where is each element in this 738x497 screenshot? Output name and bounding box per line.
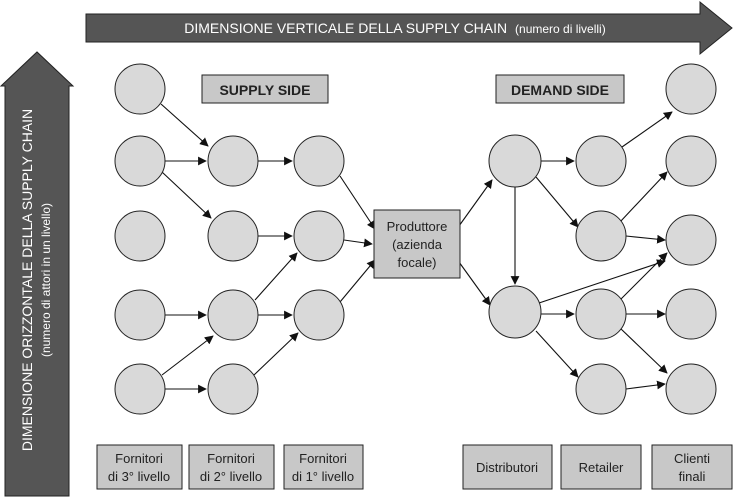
svg-text:DIMENSIONE VERTICALE DELLA SUP: DIMENSIONE VERTICALE DELLA SUPPLY CHAIN …	[184, 20, 605, 36]
customer-node	[665, 135, 717, 187]
vertical-dimension-subtitle: (numero di livelli)	[515, 22, 606, 36]
edge	[339, 259, 376, 303]
horizontal-dimension-subtitle: (numero di attori in un livello)	[39, 203, 53, 357]
edge	[619, 327, 668, 374]
producer-line2: (azienda	[392, 237, 443, 252]
tier2-node	[207, 363, 259, 415]
tier3-label-line1: Fornitori	[115, 451, 163, 466]
tier2-node	[207, 210, 259, 262]
edge	[538, 259, 666, 304]
distributor-node	[488, 134, 542, 188]
clienti-label-line2: finali	[679, 469, 706, 484]
retailer-node	[575, 288, 627, 340]
horizontal-dimension-banner: DIMENSIONE ORIZZONTALE DELLA SUPPLY CHAI…	[0, 51, 75, 497]
edge	[161, 335, 214, 376]
tier-labels	[96, 444, 733, 490]
customer-node	[665, 363, 717, 415]
vertical-dimension-banner: DIMENSIONE VERTICALE DELLA SUPPLY CHAIN …	[85, 0, 733, 56]
distributori-label-box	[462, 444, 553, 490]
tier3-node	[114, 210, 166, 262]
retailer-node	[575, 135, 627, 187]
horizontal-dimension-title: DIMENSIONE ORIZZONTALE DELLA SUPPLY CHAI…	[19, 109, 35, 451]
edge	[254, 252, 298, 301]
tier3-label-line2: di 3° livello	[108, 469, 170, 484]
demand-side-header: DEMAND SIDE	[495, 74, 625, 104]
edge	[458, 179, 493, 227]
clienti-label-line1: Clienti	[674, 451, 710, 466]
vertical-dimension-arrow	[85, 0, 733, 56]
tier2-node	[207, 289, 259, 341]
edge	[619, 171, 668, 223]
tier2-label-line2: di 2° livello	[200, 469, 262, 484]
supply-side-label: SUPPLY SIDE	[219, 82, 310, 98]
edge	[253, 332, 299, 376]
edge	[343, 238, 373, 248]
clienti-label-box	[651, 444, 733, 490]
tier3-node	[114, 63, 166, 115]
tier1-node	[293, 210, 345, 262]
edge	[161, 171, 212, 219]
producer-box: Produttore (azienda focale)	[373, 209, 461, 279]
tier1-label-box	[283, 444, 364, 490]
tier1-label-line1: Fornitori	[299, 451, 347, 466]
edges	[160, 103, 673, 394]
retailer-node	[575, 210, 627, 262]
edge	[458, 261, 491, 306]
edge	[339, 175, 376, 230]
edge	[625, 380, 666, 390]
customer-node	[665, 214, 717, 266]
tier3-node	[114, 135, 166, 187]
tier2-node	[207, 135, 259, 187]
retailer-label: Retailer	[579, 460, 624, 475]
producer-line1: Produttore	[387, 219, 448, 234]
edge	[625, 234, 666, 244]
distributor-node	[488, 285, 542, 339]
tier1-label-line2: di 1° livello	[292, 469, 354, 484]
horizontal-dimension-arrow	[0, 51, 75, 497]
distributori-label: Distributori	[476, 460, 538, 475]
edge	[535, 176, 579, 228]
supply-side-header: SUPPLY SIDE	[201, 74, 329, 104]
customer-node	[665, 288, 717, 340]
tier2-label-box	[188, 444, 275, 490]
tier1-node	[293, 135, 345, 187]
customer-node	[665, 63, 717, 115]
edge	[619, 252, 668, 301]
edge	[160, 103, 209, 147]
producer-line3: focale)	[397, 255, 436, 270]
tier1-node	[293, 289, 345, 341]
tier3-node	[114, 363, 166, 415]
retailer-label-box	[560, 444, 642, 490]
tier3-label-box	[96, 444, 183, 490]
edge	[535, 330, 579, 378]
tier3-node	[114, 289, 166, 341]
nodes	[114, 63, 717, 415]
edge	[621, 111, 673, 148]
tier2-label-line1: Fornitori	[207, 451, 255, 466]
demand-side-label: DEMAND SIDE	[511, 82, 609, 98]
retailer-node	[575, 363, 627, 415]
vertical-dimension-title: DIMENSIONE VERTICALE DELLA SUPPLY CHAIN	[184, 20, 507, 36]
